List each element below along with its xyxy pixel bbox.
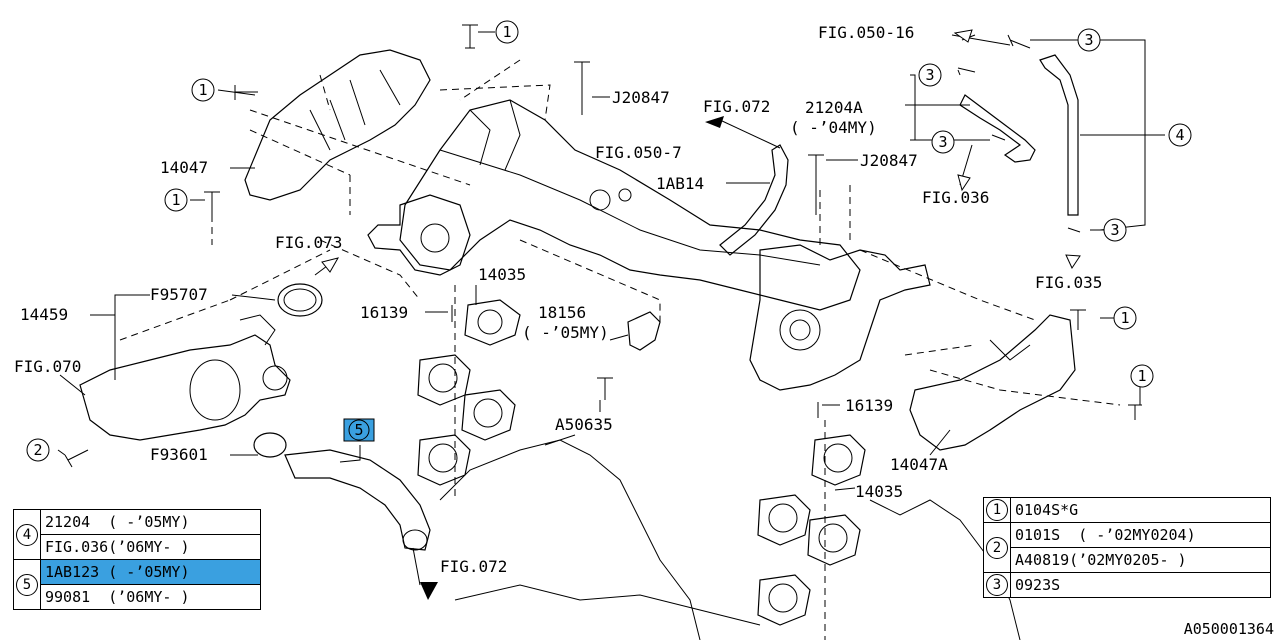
hose-item-5 [284,449,431,551]
callout-1: 1 [1137,367,1146,385]
label-f95707: F95707 [150,285,208,304]
gaskets-left [417,299,521,486]
throttle-body-right [749,244,931,391]
label-fig050-16: FIG.050-16 [818,23,914,42]
manifold-cover-left [244,49,431,201]
callout-3: 3 [1110,221,1119,239]
arrows [321,29,1081,600]
bracket-18156 [627,311,661,351]
label-j20847-right: J20847 [860,151,918,170]
legend-left-21204: 21204 ( -’05MY) [40,509,261,535]
bolts [64,24,1142,468]
callout-1: 1 [1120,309,1129,327]
legend-left-row: FIG.036(’06MY- ) [14,534,261,560]
intake-manifold [399,99,861,311]
legend-ref-3: 3 [986,574,1008,596]
legend-ref-2: 2 [986,536,1008,559]
legend-left-1ab123[interactable]: 1AB123 ( -’05MY) [40,559,261,585]
arrow-fig035 [1065,254,1081,270]
throttle-body-left [367,194,471,276]
hose-clamp-f95707 [277,283,323,317]
legend-left-fig036: FIG.036(’06MY- ) [40,534,261,560]
legend-left-row-highlighted: 5 1AB123 ( -’05MY) [13,559,261,610]
legend-right-0104s: 0104S*G [1010,497,1271,523]
arrow-fig036 [957,174,971,192]
label-21204a-note: ( -’04MY) [790,118,877,137]
label-fig050-7: FIG.050-7 [595,143,682,162]
arrow-fig072-bottom [420,582,438,600]
label-j20847-top: J20847 [612,88,670,107]
callout-3: 3 [1084,31,1093,49]
label-18156-note: ( -’05MY) [522,323,609,342]
label-14035-right: 14035 [855,482,903,501]
label-fig035: FIG.035 [1035,273,1102,292]
label-16139-left: 16139 [360,303,408,322]
legend-left-99081: 99081 (’06MY- ) [40,584,261,610]
arrow-fig050-16 [953,29,973,43]
part-drawing [64,24,1142,640]
legend-right-a40819: A40819(’02MY0205- ) [1010,547,1271,573]
manifold-cover-right [909,314,1076,451]
legend-ref-5: 5 [16,573,38,596]
label-f93601: F93601 [150,445,208,464]
label-14047: 14047 [160,158,208,177]
label-a50635: A50635 [555,415,613,434]
label-14047a: 14047A [890,455,948,474]
arrow-fig073 [321,257,340,273]
label-18156: 18156 [538,303,586,322]
legend-right-row: 1 0104S*G [983,497,1271,523]
legend-left-row: 99081 (’06MY- ) [14,584,261,610]
legend-right-row: 3 0923S [983,572,1271,598]
label-14459: 14459 [20,305,68,324]
label-fig073: FIG.073 [275,233,342,252]
label-14035-left: 14035 [478,265,526,284]
hose-clamp-f93601 [253,432,287,458]
callouts: 1 1 1 1 1 2 3 3 3 3 4 5 [26,20,1192,462]
label-fig072-top: FIG.072 [703,97,770,116]
label-16139-right: 16139 [845,396,893,415]
legend-ref-4: 4 [16,523,38,546]
gaskets-right [757,434,866,626]
legend-table-right: 1 0104S*G 2 0101S ( -’02MY0204) A40819(’… [983,497,1271,598]
legend-table-left: 4 21204 ( -’05MY) FIG.036(’06MY- ) 5 1AB… [13,509,261,610]
label-1ab14: 1AB14 [656,174,704,193]
label-21204a: 21204A [805,98,863,117]
callout-2: 2 [33,441,42,459]
legend-right-row: A40819(’02MY0205- ) [984,547,1271,573]
callout-1: 1 [171,191,180,209]
arrow-fig072-top [705,116,724,128]
reference-lines [119,59,1121,640]
legend-right-row: 2 0101S ( -’02MY0204) [983,522,1271,573]
label-fig072-bottom: FIG.072 [440,557,507,576]
diagram-code: A050001364 [1183,620,1274,638]
callout-1: 1 [198,81,207,99]
callout-1: 1 [502,23,511,41]
air-intake-duct [79,334,291,441]
callout-5: 5 [354,421,363,439]
hose-21204a [959,94,1036,163]
legend-right-0923s: 0923S [1010,572,1271,598]
legend-right-0101s: 0101S ( -’02MY0204) [1010,522,1271,548]
label-fig070: FIG.070 [14,357,81,376]
label-fig036: FIG.036 [922,188,989,207]
hose-item-4 [1039,54,1079,216]
callout-3: 3 [925,66,934,84]
hose-1ab14 [719,144,789,256]
callout-3: 3 [938,133,947,151]
labels: FIG.050-16 J20847 FIG.072 21204A ( -’04M… [14,23,1102,576]
legend-left-row: 4 21204 ( -’05MY) [13,509,261,560]
callout-4: 4 [1175,126,1184,144]
legend-ref-1: 1 [986,499,1008,521]
